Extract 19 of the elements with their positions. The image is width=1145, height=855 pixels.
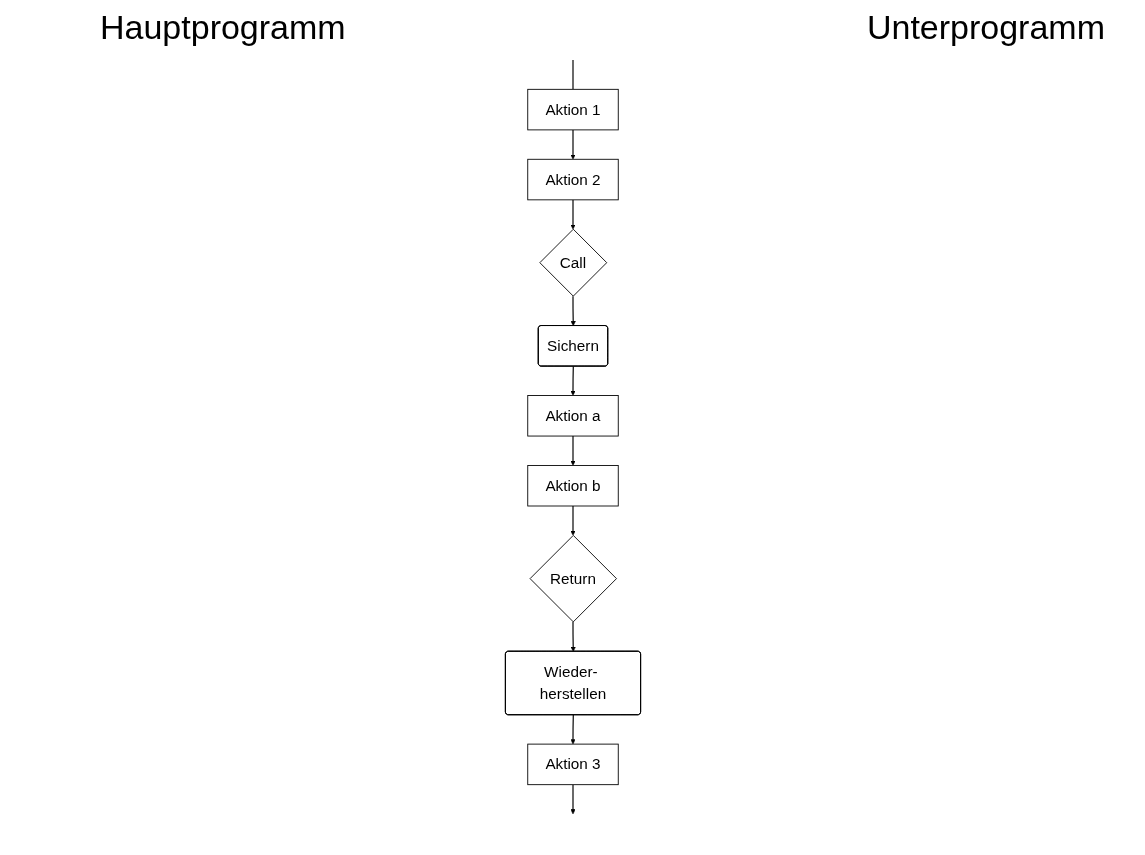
arrow	[569, 784, 576, 815]
arrow	[569, 199, 576, 230]
node-box: Aktion b	[526, 465, 619, 507]
node-diamond: Call	[538, 228, 607, 297]
arrow	[569, 365, 576, 396]
arrow	[569, 505, 576, 536]
arrow	[570, 621, 576, 652]
column-heading: Hauptprogramm	[100, 8, 346, 47]
arrow	[569, 129, 576, 160]
arrow	[569, 714, 576, 745]
arrow	[569, 435, 576, 466]
column-heading: Unterprogramm	[866, 8, 1105, 47]
node-box: Aktion 2	[526, 158, 619, 201]
node-box: Aktion 3	[526, 743, 619, 786]
connector	[571, 59, 574, 90]
arrow	[570, 295, 576, 327]
node-diamond: Return	[529, 534, 617, 623]
node-box: Aktion a	[526, 395, 619, 437]
node-box: Aktion 1	[526, 88, 619, 131]
